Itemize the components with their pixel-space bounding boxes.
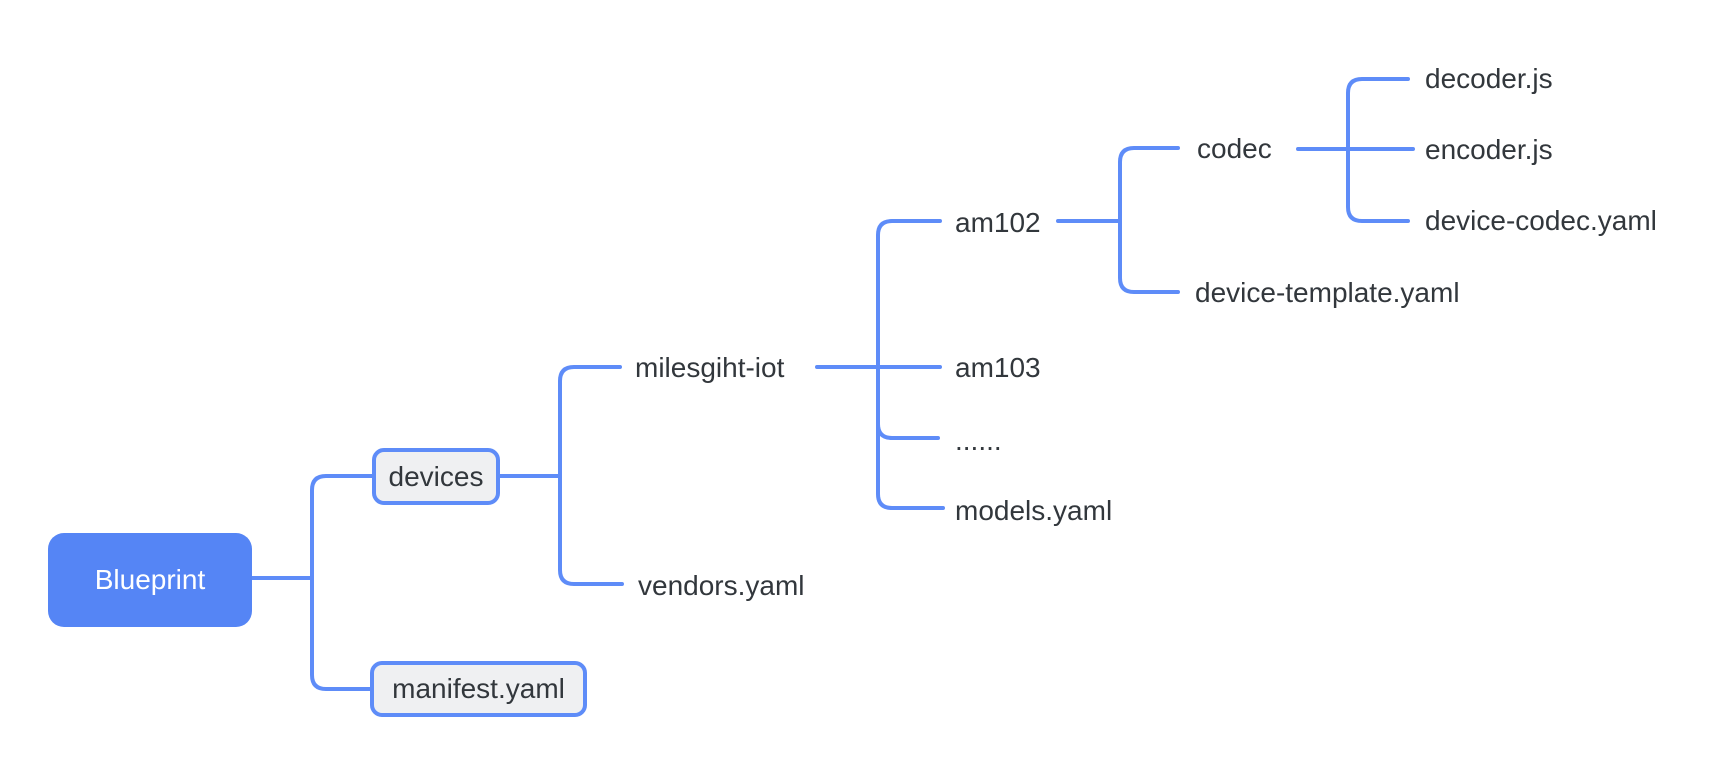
node-device-codec-yaml: device-codec.yaml bbox=[1425, 204, 1657, 236]
node-ellipsis: ...... bbox=[955, 424, 1002, 456]
connector-codec-children bbox=[1296, 77, 1415, 223]
connector-am102-children bbox=[1056, 146, 1180, 294]
node-vendors-yaml: vendors.yaml bbox=[638, 569, 805, 601]
node-manifest-yaml-label: manifest.yaml bbox=[392, 673, 565, 704]
node-devices: devices bbox=[372, 448, 500, 505]
node-am102: am102 bbox=[955, 206, 1041, 238]
connector-milesgiht-children bbox=[815, 219, 945, 510]
connector-blueprint-children bbox=[250, 474, 374, 691]
node-am103: am103 bbox=[955, 351, 1041, 383]
node-codec: codec bbox=[1197, 132, 1272, 164]
node-devices-label: devices bbox=[388, 460, 484, 492]
node-milesgiht-iot: milesgiht-iot bbox=[635, 351, 785, 383]
node-decoder-js: decoder.js bbox=[1425, 62, 1553, 94]
connector-devices-children bbox=[498, 365, 624, 586]
node-models-yaml: models.yaml bbox=[955, 494, 1113, 526]
node-encoder-js: encoder.js bbox=[1425, 133, 1553, 165]
node-device-template-yaml: device-template.yaml bbox=[1195, 276, 1460, 308]
node-blueprint: Blueprint bbox=[48, 533, 252, 627]
node-blueprint-label: Blueprint bbox=[94, 564, 206, 595]
node-manifest-yaml: manifest.yaml bbox=[370, 661, 587, 717]
